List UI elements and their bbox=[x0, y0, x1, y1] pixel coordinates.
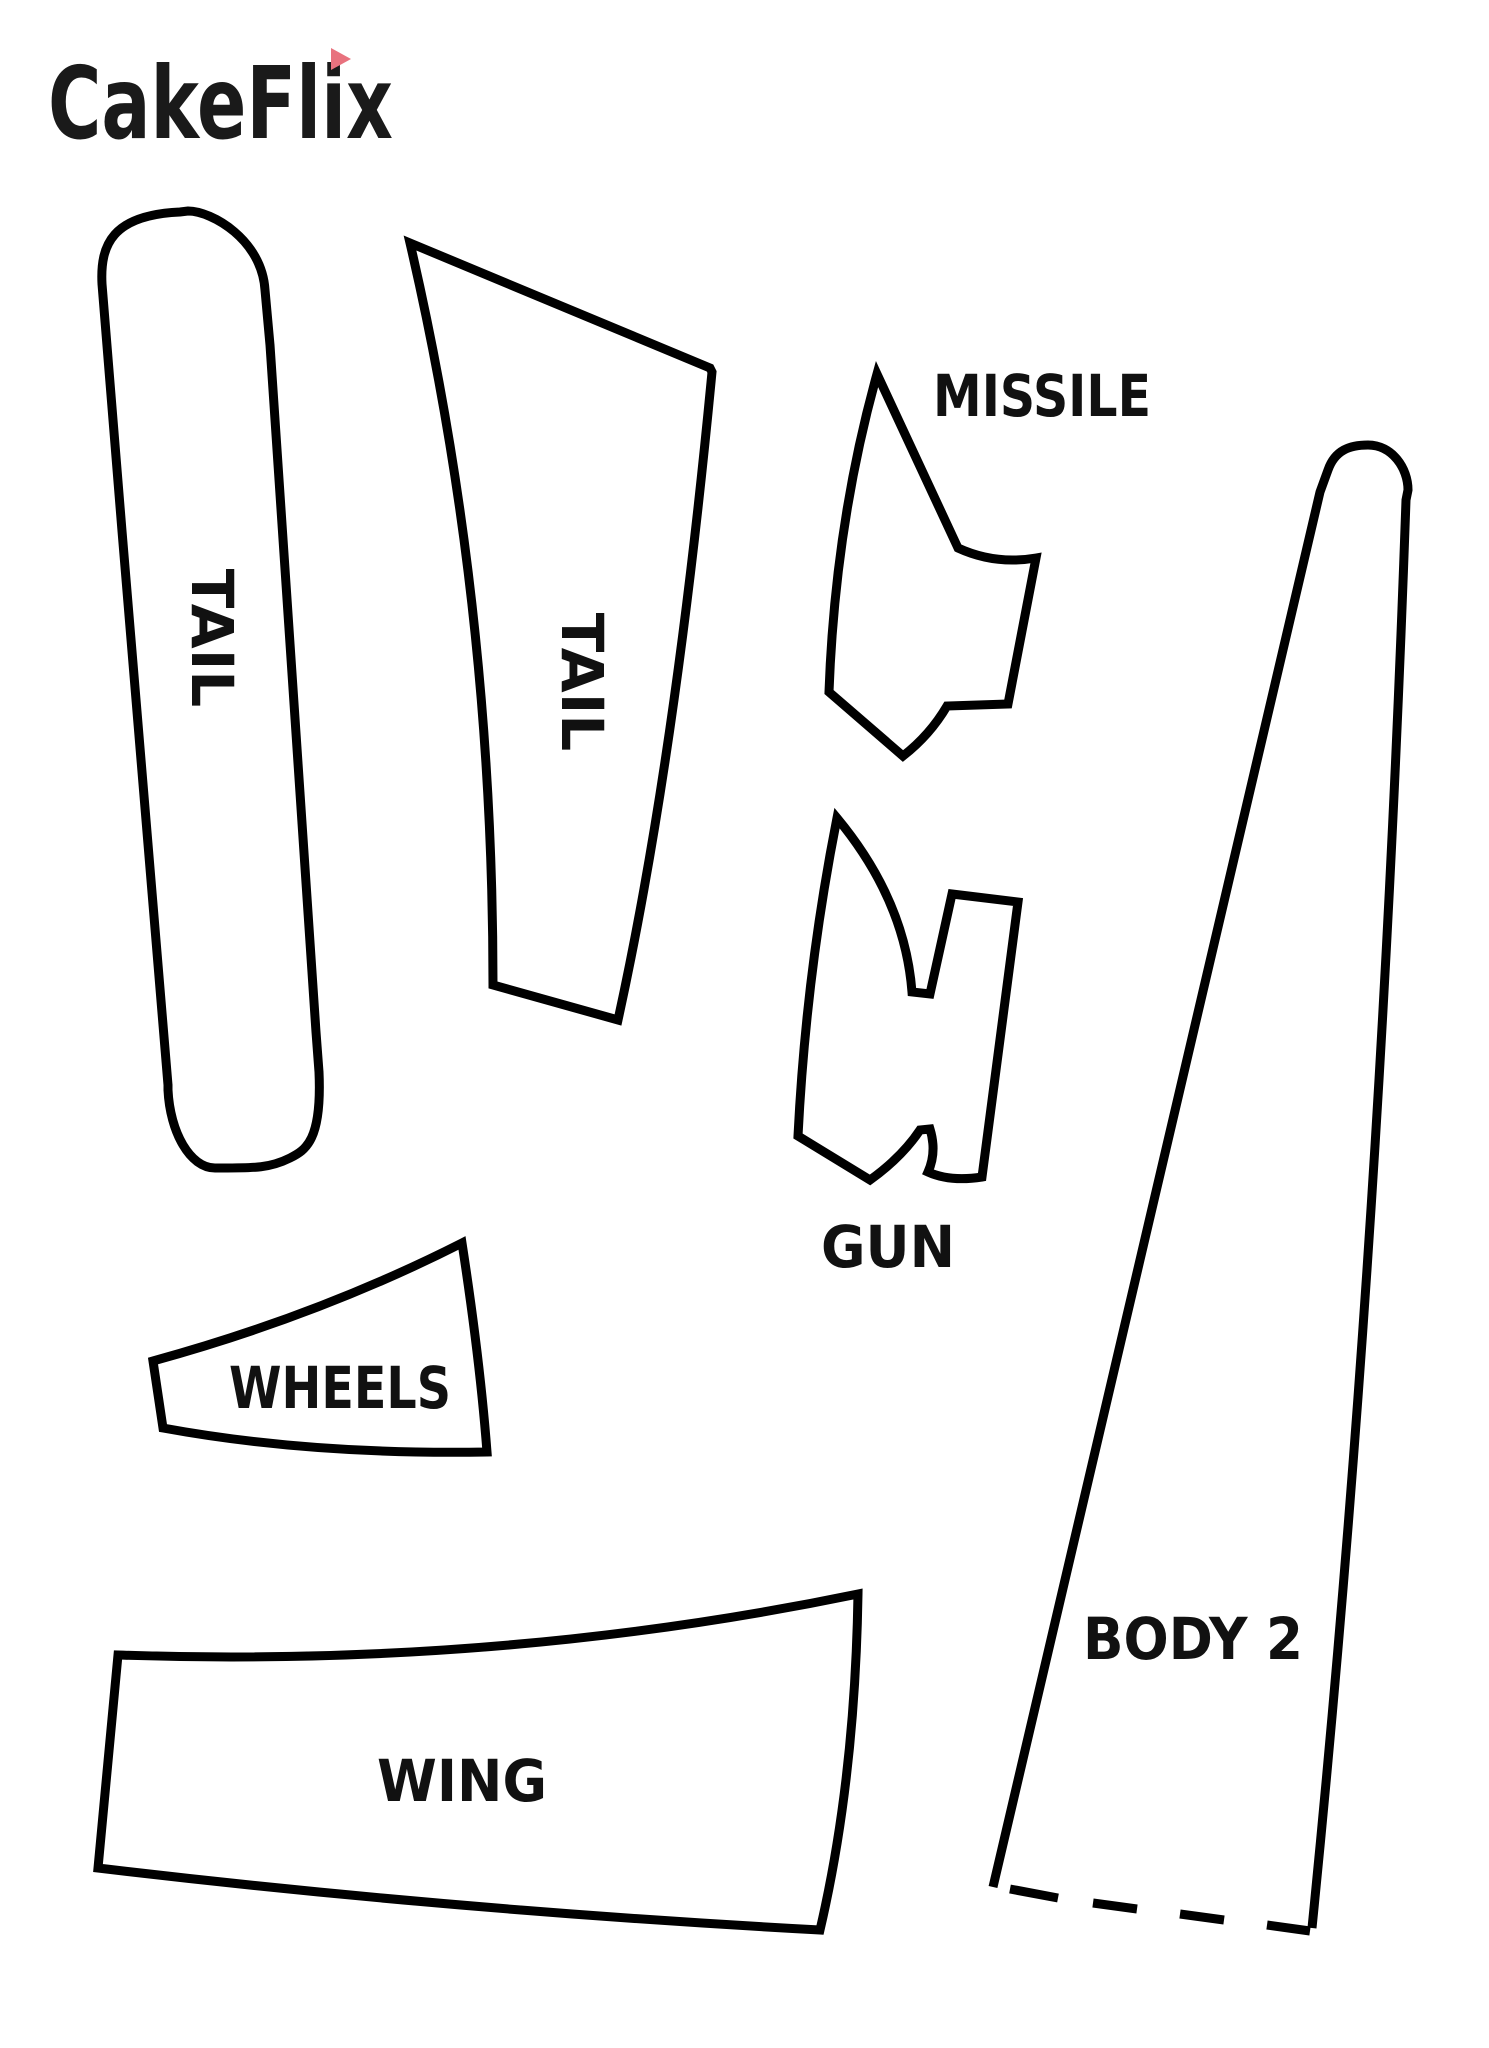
gun-label: GUN bbox=[821, 1213, 955, 1281]
brand-logo: CakeFlix bbox=[48, 45, 393, 162]
wing-label: WING bbox=[377, 1747, 547, 1815]
wheels-outline bbox=[147, 1236, 492, 1457]
tail-left-outline bbox=[97, 206, 324, 1173]
tail-left-label: TAIL bbox=[178, 569, 246, 708]
wing-outline bbox=[93, 1588, 863, 1935]
body-fold-dash-2 bbox=[1092, 1898, 1138, 1914]
wheels-piece: WHEELS bbox=[147, 1236, 492, 1457]
body-fold-dash-4 bbox=[1266, 1920, 1311, 1936]
gun-outline bbox=[793, 807, 1024, 1186]
tail-right-piece: TAIL bbox=[403, 235, 717, 1026]
body-piece: BODY 2 bbox=[988, 440, 1413, 1936]
missile-label: MISSILE bbox=[933, 362, 1151, 430]
gun-piece: GUN bbox=[793, 807, 1024, 1281]
missile-outline bbox=[824, 361, 1042, 762]
body-outline bbox=[988, 440, 1413, 1929]
body-fold-dash-3 bbox=[1179, 1909, 1225, 1925]
play-triangle-icon bbox=[331, 48, 351, 70]
wing-piece: WING bbox=[93, 1588, 863, 1935]
body-fold-dash-1 bbox=[1009, 1884, 1059, 1903]
tail-right-label: TAIL bbox=[548, 613, 616, 752]
tail-right-outline bbox=[403, 235, 717, 1026]
wheels-label: WHEELS bbox=[229, 1354, 451, 1422]
body-label: BODY 2 bbox=[1083, 1605, 1303, 1673]
missile-piece: MISSILE bbox=[824, 361, 1151, 762]
tail-left-piece: TAIL bbox=[97, 206, 324, 1173]
